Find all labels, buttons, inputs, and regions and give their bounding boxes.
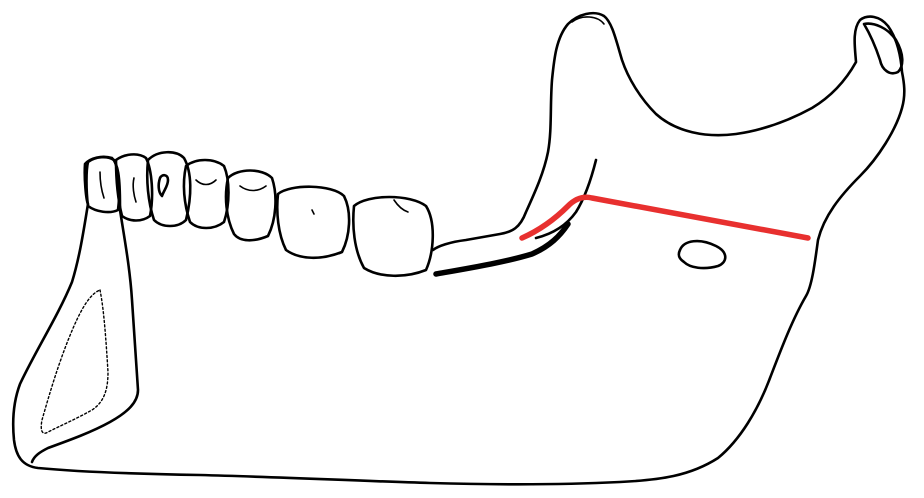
tooth-premolar-2-cusp [196,180,216,185]
tooth-molar-3-groove [394,200,408,212]
tooth-canine-mark [133,178,136,202]
mandible-outline [13,13,904,484]
tooth-premolar-1-pulp [159,175,168,196]
tooth-incisor-groove [100,172,104,198]
symphysis-inner-cortex [41,290,108,433]
cortical-cut [436,224,568,274]
condyle-head [864,24,902,74]
tooth-molar-1-cusp [240,186,266,191]
tooth-molar-2-mark [312,210,314,214]
tooth-incisor [87,157,120,212]
symphysis-front [32,210,138,462]
mandibular-foramen [679,241,725,268]
tooth-molar-2 [277,187,349,258]
tooth-molar-3 [353,197,432,276]
tooth-molar-1 [226,171,275,241]
